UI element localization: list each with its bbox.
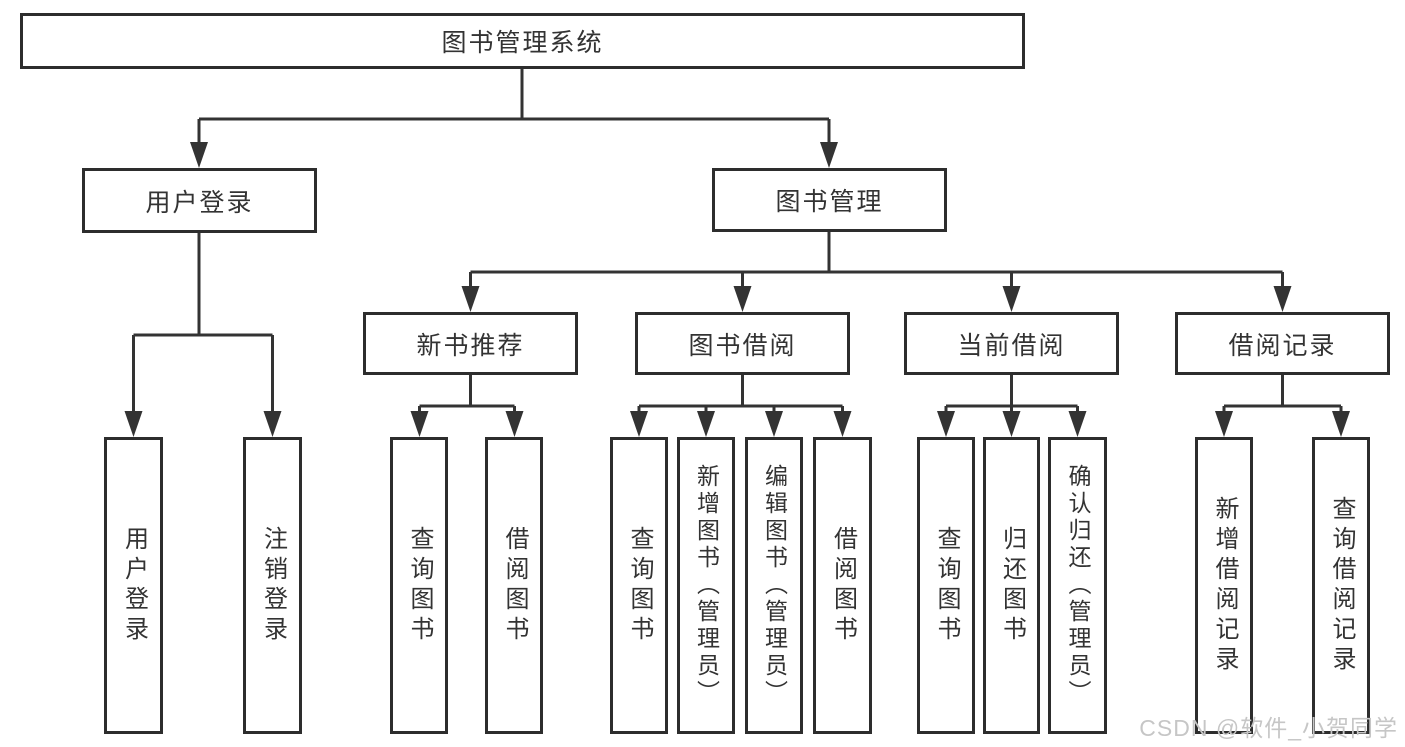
arrow-icon: [1215, 411, 1233, 437]
edge-new-book-rec-children: [418, 375, 516, 416]
node-query-books-2: 查询图书: [610, 437, 668, 734]
edge-book-borrow-children: [637, 375, 844, 416]
node-new-book-recommend: 新书推荐: [363, 312, 578, 375]
node-book-borrowing: 图书借阅: [635, 312, 850, 375]
edge-user-login-children: [132, 233, 274, 415]
arrow-icon: [697, 411, 715, 437]
arrow-icon: [461, 286, 480, 312]
node-confirm-return-admin: 确认归还（管理员）: [1048, 437, 1107, 734]
csdn-watermark: CSDN @软件_小贺同学: [1139, 715, 1398, 741]
arrow-icon: [765, 411, 783, 437]
edge-current-borrow-children: [944, 375, 1079, 416]
node-current-borrowing: 当前借阅: [904, 312, 1119, 375]
arrow-icon: [1002, 411, 1021, 437]
arrow-icon: [937, 411, 955, 437]
arrow-icon: [733, 286, 752, 312]
node-query-books-1: 查询图书: [390, 437, 448, 734]
arrow-icon: [410, 411, 429, 437]
arrow-icon: [1068, 411, 1087, 437]
arrow-icon: [190, 142, 208, 168]
node-return-book: 归还图书: [983, 437, 1040, 734]
edge-book-mgmt-children: [469, 232, 1284, 292]
arrow-icon: [833, 411, 852, 437]
node-library-system: 图书管理系统: [20, 13, 1025, 69]
arrow-icon: [124, 411, 143, 437]
node-borrow-books-2: 借阅图书: [813, 437, 872, 734]
arrow-icon: [1332, 411, 1350, 437]
arrow-icon: [820, 142, 838, 168]
node-borrow-records: 借阅记录: [1175, 312, 1390, 375]
node-borrow-books-1: 借阅图书: [485, 437, 543, 734]
node-user-login-leaf: 用户登录: [104, 437, 163, 734]
edge-root-children: [197, 69, 831, 146]
arrow-icon: [505, 411, 524, 437]
node-user-login: 用户登录: [82, 168, 317, 233]
arrow-icon: [1273, 286, 1292, 312]
node-query-books-3: 查询图书: [917, 437, 975, 734]
node-query-borrow-record: 查询借阅记录: [1312, 437, 1370, 734]
arrow-icon: [1002, 286, 1021, 312]
edge-borrow-record-children: [1222, 375, 1343, 416]
node-add-book-admin: 新增图书（管理员）: [677, 437, 735, 734]
node-edit-book-admin: 编辑图书（管理员）: [745, 437, 803, 734]
arrow-icon: [263, 411, 282, 437]
node-add-borrow-record: 新增借阅记录: [1195, 437, 1253, 734]
node-logout: 注销登录: [243, 437, 302, 734]
node-book-management: 图书管理: [712, 168, 947, 232]
arrow-icon: [630, 411, 648, 437]
